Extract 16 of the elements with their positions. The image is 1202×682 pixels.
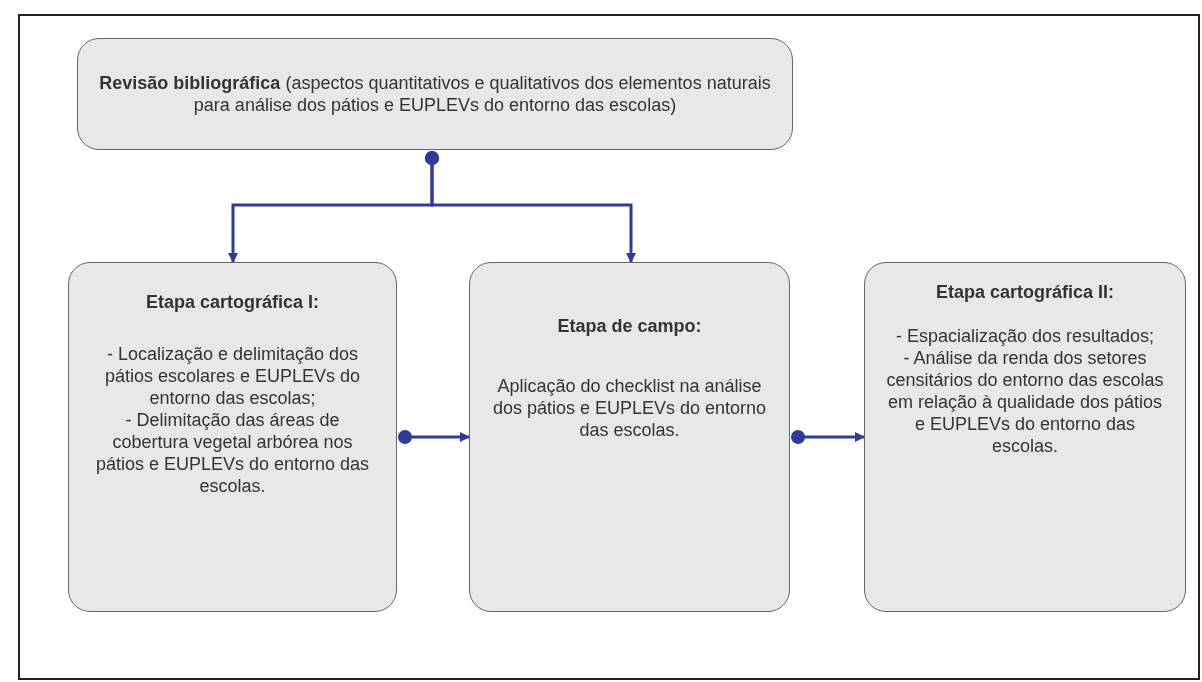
stage-heading: Etapa cartográfica II: [935, 281, 1115, 303]
stage-heading: Etapa de campo: [557, 315, 702, 337]
stage-box [864, 262, 1186, 612]
source-box [77, 38, 793, 150]
connector-arrow [791, 430, 865, 444]
stage-heading: Etapa cartográfica I: [145, 291, 320, 313]
description-text: - Análise da renda dos setores censitários do entorno das escolas em relação à qualidade dos pátios e EUPLEVs do entorno das escolas. [885, 347, 1165, 457]
description-text: Revisão bibliográfica (aspectos quantitativos e qualitativos dos elementos naturais para análise dos pátios e EUPLEVs do entorno das escolas) [98, 72, 772, 116]
description-text: - Localização e delimitação dos pátios escolares e EUPLEVs do entorno das escolas; [103, 343, 362, 409]
description-text: - Delimitação das áreas de cobertura vegetal arbórea nos pátios e EUPLEVs do entorno das escolas. [94, 409, 371, 497]
stage-box [68, 262, 397, 612]
description-text: Aplicação do checklist na análise dos pátios e EUPLEVs do entorno das escolas. [491, 375, 768, 441]
connector-arrow [398, 430, 470, 444]
description-text: - Espacialização dos resultados; [895, 325, 1155, 347]
stage-box [469, 262, 790, 612]
connector-arrow [425, 151, 636, 263]
